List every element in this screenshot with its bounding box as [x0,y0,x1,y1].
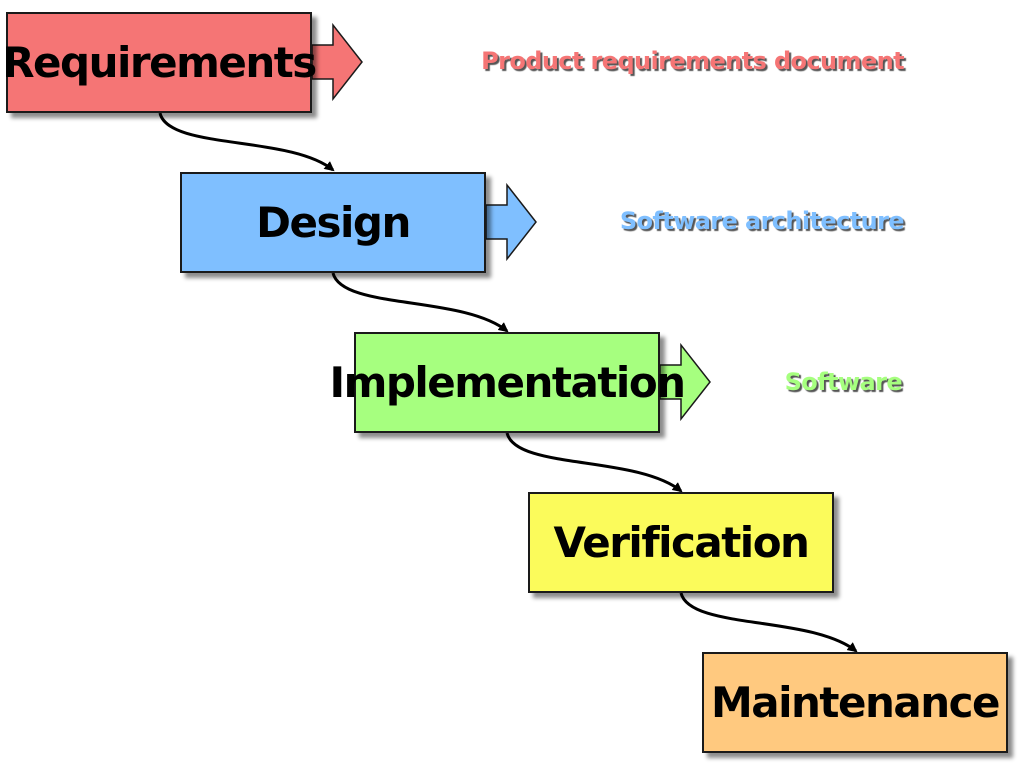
verification-phase-box: Verification [528,492,834,593]
design-output-arrow [485,182,537,262]
design-to-implementation-connector [331,272,509,333]
verification-phase-label: Verification [553,518,810,567]
requirements-output-arrow [311,22,363,102]
maintenance-phase-label: Maintenance [710,678,1001,727]
verification-to-maintenance-connector [679,592,858,653]
implementation-to-verification-connector [505,432,683,493]
software-architecture-label: Software architecture [619,207,905,235]
implementation-output-arrow [659,342,711,422]
maintenance-phase-box: Maintenance [702,652,1008,753]
requirements-to-design-connector [158,112,335,172]
design-phase-label: Design [256,198,411,247]
requirements-phase-box: Requirements [2,12,317,113]
software-label: Software [784,368,903,396]
requirements-phase-label: Requirements [2,38,317,87]
design-phase-box: Design [180,172,486,273]
product-requirements-document-label: Product requirements document [481,47,904,75]
implementation-phase-label: Implementation [329,358,686,407]
implementation-phase-box: Implementation [329,332,686,433]
